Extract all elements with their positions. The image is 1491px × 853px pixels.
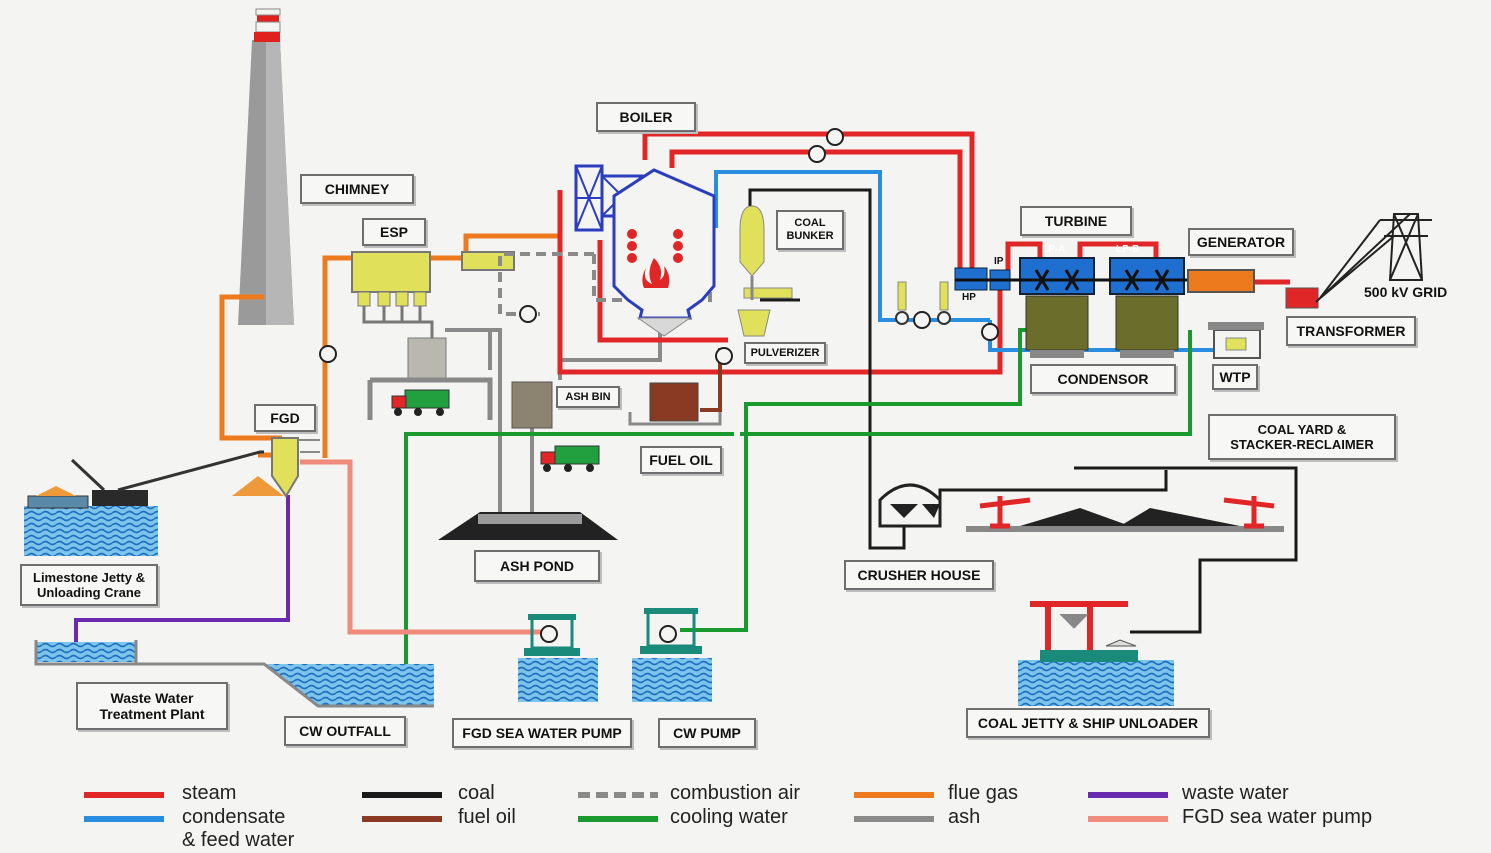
cw-outfall-icon (136, 662, 434, 708)
pulverizer-icon (737, 276, 793, 337)
wtp-label: WTP (1212, 364, 1258, 390)
esp-icon (351, 251, 515, 342)
fuel-oil-tank-icon (628, 382, 722, 426)
esp-label: ESP (362, 218, 426, 246)
hp-label: HP (962, 292, 976, 303)
cw-outfall-label: CW OUTFALL (284, 716, 406, 746)
cooling-water-lines (404, 328, 1192, 668)
legend-cooling-water: cooling water (670, 806, 788, 828)
condensor-label: CONDENSOR (1030, 364, 1176, 394)
flow-arrow-icons (319, 128, 999, 643)
coal-yard-label: COAL YARD & STACKER-RECLAIMER (1208, 414, 1396, 460)
waste-water-plant-label: Waste Water Treatment Plant (76, 682, 228, 730)
legend-combustion-air: combustion air (670, 782, 801, 804)
coal-jetty-icon (1018, 601, 1174, 706)
coal-bunker-label: COAL BUNKER (776, 210, 844, 250)
limestone-jetty-label: Limestone Jetty & Unloading Crane (20, 564, 158, 606)
ash-pond-icon (438, 512, 618, 540)
cw-pump-icon (632, 608, 712, 702)
legend-fgd-sea-water-pump: FGD sea water pump (1182, 806, 1373, 828)
fuel-oil-label: FUEL OIL (640, 446, 722, 474)
ash-bin-label: ASH BIN (556, 386, 620, 408)
transformer-label: TRANSFORMER (1286, 316, 1416, 346)
feed-water-heater-icon (895, 281, 951, 325)
waste-water-line (74, 495, 290, 642)
fgd-sea-water-pump-icon (518, 614, 598, 702)
ip-label: IP (994, 256, 1004, 267)
fgd-sea-water-line (300, 459, 546, 635)
coal-bunker-icon (739, 205, 765, 277)
legend-ash: ash (948, 806, 981, 828)
truck-icon (391, 389, 450, 416)
generator-label: GENERATOR (1188, 228, 1294, 256)
condenser-icon (1025, 295, 1179, 358)
ash-bin-icon (511, 381, 553, 429)
ash-pond-label: ASH POND (474, 550, 600, 582)
wtp-icon (1208, 322, 1264, 359)
chimney-icon (238, 8, 294, 325)
fgd-sea-water-pump-label: FGD SEA WATER PUMP (452, 718, 632, 748)
legend-fuel-oil: fuel oil (458, 806, 516, 828)
boiler-icon (574, 164, 716, 337)
crusher-house-label: CRUSHER HOUSE (844, 560, 994, 590)
limestone-jetty-icon (24, 450, 264, 556)
legend-waste-water: waste water (1182, 782, 1289, 804)
coal-jetty-label: COAL JETTY & SHIP UNLOADER (966, 708, 1210, 738)
boiler-label: BOILER (596, 102, 696, 132)
fgd-icon (232, 437, 320, 498)
cw-pump-label: CW PUMP (658, 718, 756, 748)
legend-flue-gas: flue gas (948, 782, 1019, 804)
chimney-label: CHIMNEY (300, 174, 414, 204)
waste-water-basin-icon (34, 640, 138, 666)
coal-lines (748, 188, 1298, 634)
lp-a-label: LP-A (1042, 244, 1066, 255)
truck-icon (540, 445, 600, 472)
pulverizer-label: PULVERIZER (744, 342, 826, 364)
transformer-icon (1285, 287, 1319, 309)
legend-steam: steam (182, 782, 237, 804)
legend-coal: coal (458, 782, 495, 804)
lp-b-label: LP-B (1116, 244, 1140, 255)
fgd-label: FGD (254, 404, 316, 432)
legend-condensate: condensate & feed water (182, 806, 295, 851)
turbine-icon (954, 257, 1190, 295)
crusher-house-icon (878, 483, 942, 528)
grid-label: 500 kV GRID (1364, 284, 1448, 300)
turbine-label: TURBINE (1020, 206, 1132, 236)
fuel-oil-line (700, 348, 722, 412)
generator-icon (1187, 269, 1255, 293)
ash-silo-icon (367, 337, 493, 420)
coal-yard-icon (966, 496, 1284, 532)
transmission-tower-icon (1315, 213, 1432, 303)
legend-swatches (84, 792, 1168, 822)
